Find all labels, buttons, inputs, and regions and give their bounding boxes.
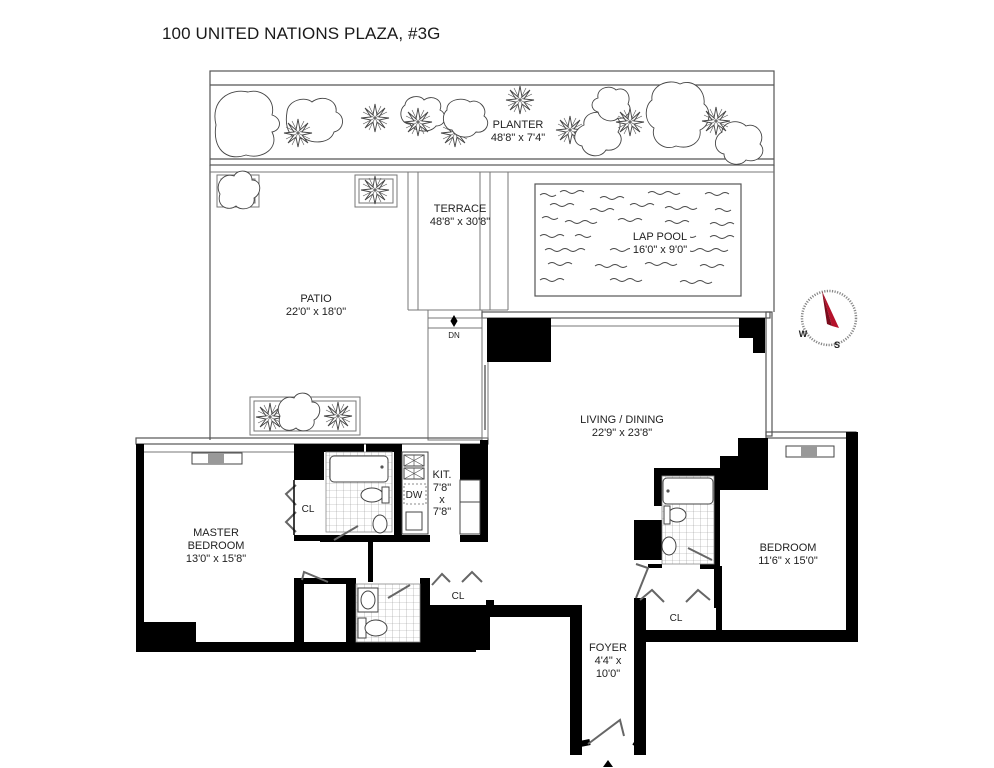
terrace-dims: 48'8" x 30'8" [430, 216, 490, 228]
patio-area: PATIO 22'0" x 18'0" [216, 170, 398, 436]
sink-icon [372, 514, 388, 534]
foyer-label: FOYER [589, 642, 627, 654]
entry-arrow-icon [603, 760, 613, 767]
bedroom-dims: 11'6" x 15'0" [758, 555, 818, 567]
foyer-dim2: 10'0" [596, 668, 620, 680]
master-bedroom-label-1: MASTER [193, 527, 239, 539]
living-dining-label: LIVING / DINING [580, 414, 664, 426]
master-bathroom [325, 451, 393, 541]
hall-bathroom: CL [355, 570, 483, 643]
dishwasher-label: DW [406, 490, 423, 501]
lap-pool: LAP POOL 16'0" x 9'0" [534, 183, 742, 297]
compass-south-label: S [834, 340, 840, 350]
patio-dims: 22'0" x 18'0" [286, 306, 346, 318]
stairs-down-label: DN [448, 331, 460, 340]
kitchen-label: KIT. [433, 469, 452, 481]
kitchen-dim2: 7'8" [433, 506, 451, 518]
planter-area: PLANTER 48'8" x 7'4" [209, 70, 775, 166]
toilet-icon [364, 619, 388, 637]
terrace-area: DN TERRACE 48'8" x 30'8" [209, 165, 775, 441]
lap-pool-dims: 16'0" x 9'0" [633, 244, 687, 256]
hall-closet-label: CL [452, 591, 465, 602]
lap-pool-label: LAP POOL [633, 231, 687, 243]
sink-icon [661, 536, 677, 556]
master-bedroom: CL MASTER BEDROOM 13'0" x 15'8" [144, 451, 329, 583]
toilet-icon [667, 507, 687, 523]
floorplan-title: 100 UNITED NATIONS PLAZA, #3G [162, 24, 441, 43]
toilet-icon [360, 487, 384, 503]
foyer: FOYER 4'4" x 10'0" [579, 642, 642, 767]
bedroom-closet-label: CL [670, 613, 683, 624]
radiator-icon [191, 445, 835, 465]
kitchen-x: x [439, 494, 445, 506]
compass-icon: W S [799, 289, 858, 350]
planter-label: PLANTER [493, 119, 544, 131]
planter-plant-icon [214, 81, 764, 165]
terrace-label: TERRACE [434, 203, 487, 215]
bedroom-label: BEDROOM [760, 542, 817, 554]
patio-label: PATIO [300, 293, 332, 305]
living-dining-dims: 22'9" x 23'8" [592, 427, 652, 439]
living-dining: LIVING / DINING 22'9" x 23'8" [551, 325, 739, 439]
kitchen-sink-icon [405, 511, 423, 531]
master-bedroom-dims: 13'0" x 15'8" [186, 553, 246, 565]
planter-dims: 48'8" x 7'4" [491, 132, 545, 144]
master-bedroom-label-2: BEDROOM [188, 540, 245, 552]
master-closet-label: CL [302, 504, 315, 515]
bedroom: CL BEDROOM 11'6" x 15'0" [635, 475, 818, 624]
foyer-dim1: 4'4" x [595, 655, 622, 667]
sink-icon [360, 590, 376, 610]
entry-door [587, 718, 625, 745]
walls [136, 318, 858, 755]
kitchen: DW KIT. 7'8" x 7'8" [401, 451, 481, 535]
compass-west-label: W [799, 329, 808, 339]
kitchen-dim1: 7'8" [433, 482, 451, 494]
